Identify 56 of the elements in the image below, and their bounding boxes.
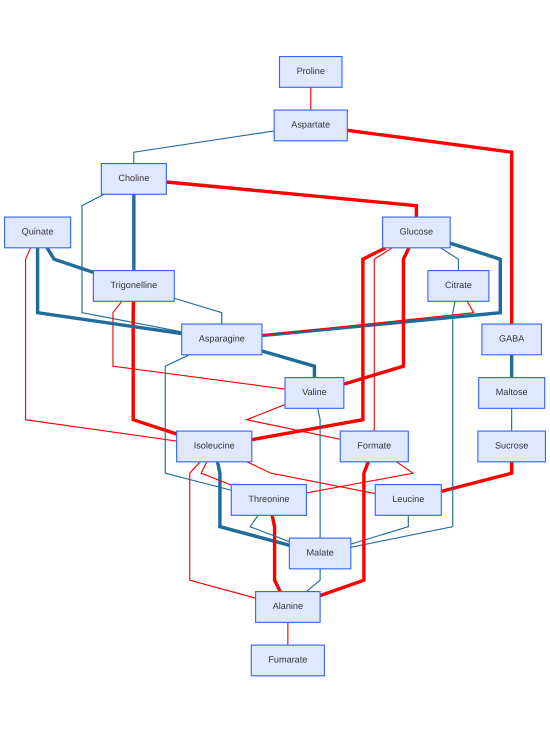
connector — [131, 301, 178, 436]
connector — [174, 297, 222, 324]
node-box: Maltose — [478, 376, 546, 409]
node-box: Valine — [284, 376, 344, 409]
connector — [510, 354, 514, 378]
connector — [350, 300, 456, 548]
connector — [249, 514, 290, 542]
node-box: Sucrose — [477, 430, 546, 462]
connector — [306, 568, 321, 592]
node-box: Citrate — [427, 270, 490, 302]
node-box: Trigonelline — [92, 270, 175, 302]
connector — [262, 241, 502, 338]
connector — [81, 194, 182, 332]
node-box: Alanine — [255, 590, 321, 623]
connector — [246, 461, 376, 494]
node-box: Isoleucine — [176, 430, 252, 462]
connector — [320, 461, 370, 598]
connector — [350, 515, 409, 544]
connector — [287, 622, 288, 645]
connector — [317, 408, 321, 538]
connector — [24, 247, 177, 442]
connector — [112, 300, 286, 390]
connector — [347, 128, 514, 324]
connector — [440, 247, 459, 270]
node-box: Glucose — [382, 216, 451, 248]
node-box: Quinate — [4, 216, 72, 248]
connector — [244, 404, 340, 440]
connector — [252, 246, 386, 442]
connector — [310, 87, 312, 110]
connector — [216, 461, 290, 547]
node-box: Fumarate — [250, 644, 325, 676]
node-box: Leucine — [374, 484, 442, 516]
node-box: Malate — [288, 537, 352, 570]
connector — [189, 461, 256, 599]
connector — [166, 180, 418, 217]
node-box: Choline — [100, 162, 167, 195]
connector — [343, 246, 410, 386]
connector — [306, 461, 414, 494]
connector — [164, 354, 232, 491]
node-box: Threonine — [230, 484, 308, 516]
connector — [261, 349, 316, 378]
connector — [132, 194, 136, 270]
connector — [440, 462, 514, 493]
connector — [133, 130, 274, 164]
connector — [374, 247, 392, 431]
node-box: Proline — [278, 56, 343, 88]
connector — [270, 514, 282, 592]
connector — [511, 408, 512, 431]
node-box: GABA — [481, 323, 542, 356]
node-box: Aspartate — [274, 109, 348, 142]
connector — [46, 246, 94, 274]
connector — [200, 461, 232, 486]
connector — [262, 300, 475, 336]
connector — [36, 248, 182, 336]
node-box: Asparagine — [181, 323, 262, 356]
node-box: Formate — [340, 430, 409, 462]
